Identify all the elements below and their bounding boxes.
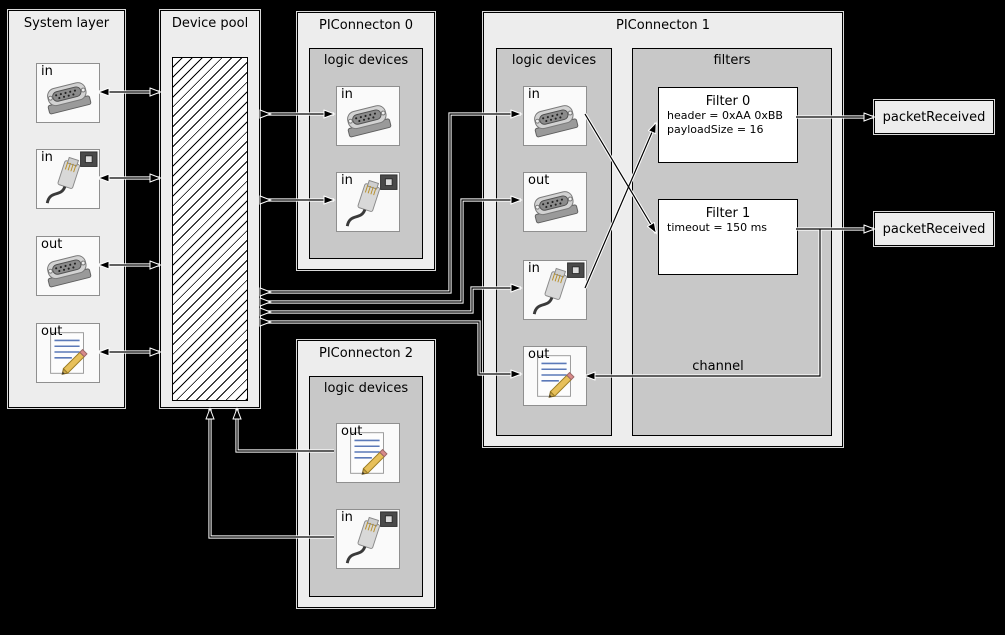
device-label: in [41, 64, 53, 79]
device-pool-hatch-area [172, 57, 248, 401]
event-label: packetReceived [882, 221, 986, 237]
device-tile: in [36, 149, 100, 209]
device-label: out [41, 324, 63, 339]
filter-param: timeout = 150 ms [667, 221, 768, 234]
device-label: out [528, 347, 550, 362]
piconnecton-1-panel: PIConnecton 1 logic devices in out in ou… [483, 12, 843, 447]
filter-param: payloadSize = 16 [667, 123, 764, 136]
device-tile: out [523, 346, 587, 406]
filter-0-box: Filter 0 header = 0xAA 0xBB payloadSize … [658, 87, 798, 163]
device-tile: out [36, 323, 100, 383]
system-layer-panel: System layer in in out out [8, 10, 125, 408]
channel-label: channel [692, 359, 744, 374]
device-label: out [528, 173, 550, 188]
system-layer-title: System layer [23, 16, 110, 31]
device-label: in [341, 87, 353, 102]
piconnecton-1-filters: filters Filter 0 header = 0xAA 0xBB payl… [632, 48, 832, 436]
logic-devices-title: logic devices [511, 53, 597, 68]
device-tile: out [36, 236, 100, 296]
device-label: in [528, 261, 540, 276]
device-label: in [528, 87, 540, 102]
piconnecton-0-logic-devices: logic devices in in [309, 48, 423, 259]
device-label: in [41, 150, 53, 165]
device-tile: in [336, 86, 400, 146]
filters-title: filters [713, 53, 751, 68]
filter-1-box: Filter 1 timeout = 150 ms [658, 199, 798, 275]
device-tile: in [523, 86, 587, 146]
packet-received-event-0: packetReceived [874, 100, 994, 134]
piconnecton-1-title: PIConnecton 1 [615, 18, 711, 33]
device-tile: in [336, 172, 400, 232]
device-tile: in [523, 260, 587, 320]
device-pool-title: Device pool [171, 16, 249, 31]
piconnecton-2-logic-devices: logic devices out in [309, 376, 423, 597]
piconnecton-1-logic-devices: logic devices in out in out [496, 48, 612, 436]
logic-devices-title: logic devices [323, 53, 409, 68]
piconnecton-2-panel: PIConnecton 2 logic devices out in [297, 340, 435, 608]
filter-param: header = 0xAA 0xBB [667, 109, 783, 122]
device-tile: out [336, 423, 400, 483]
filter-title: Filter 1 [705, 206, 751, 221]
device-tile: in [336, 509, 400, 569]
filter-title: Filter 0 [705, 94, 751, 109]
piconnecton-2-title: PIConnecton 2 [318, 346, 414, 361]
logic-devices-title: logic devices [323, 381, 409, 396]
device-label: in [341, 510, 353, 525]
device-tile: in [36, 63, 100, 123]
event-label: packetReceived [882, 109, 986, 125]
packet-received-event-1: packetReceived [874, 212, 994, 246]
piconnecton-0-title: PIConnecton 0 [318, 18, 414, 33]
device-label: in [341, 173, 353, 188]
device-label: out [41, 237, 63, 252]
device-tile: out [523, 172, 587, 232]
device-pool-panel: Device pool [160, 10, 260, 408]
device-label: out [341, 424, 363, 439]
piconnecton-0-panel: PIConnecton 0 logic devices in in [297, 12, 435, 270]
